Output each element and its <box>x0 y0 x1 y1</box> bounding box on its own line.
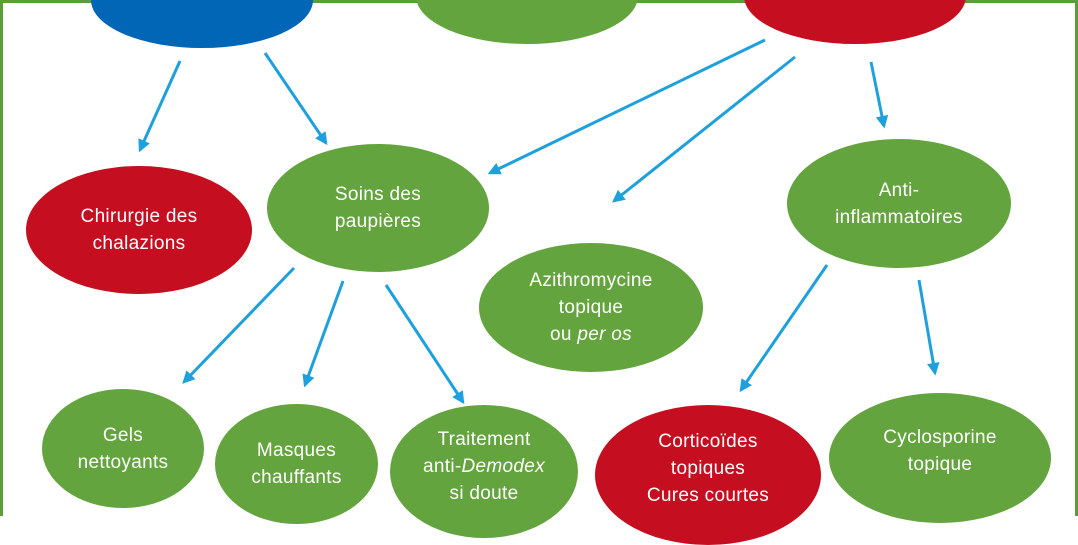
node-traitement-demodex: Traitement anti-Demodex si doute <box>390 405 578 538</box>
node-soins-paupieres: Soins des paupières <box>267 144 489 272</box>
arrow-red-to-azithro <box>612 55 796 203</box>
gels-line2: nettoyants <box>77 451 169 473</box>
antiinfl-line2: inflammatoires <box>835 206 963 228</box>
antiinfl-line1: Anti- <box>878 179 920 201</box>
soins-line1: Soins des <box>334 184 422 205</box>
cyclo-line2: topique <box>907 454 973 475</box>
node-chirurgie-chalazions: Chirurgie des chalazions <box>26 166 252 294</box>
soins-line2: paupières <box>334 211 422 232</box>
cortico-line1: Corticoïdes <box>658 430 758 452</box>
arrow-red-to-soins <box>487 38 766 175</box>
traitement-line2-italic: Demodex <box>461 456 545 477</box>
azithro-line3-italic: per os <box>577 324 632 345</box>
arrow-blue-to-chirurgie <box>138 60 182 153</box>
azithro-line3-prefix: ou <box>550 324 578 345</box>
cortico-line3: Cures courtes <box>646 484 770 506</box>
node-corticoides: Corticoïdes topiques Cures courtes <box>595 405 821 545</box>
node-anti-inflammatoires: Anti- inflammatoires <box>787 139 1011 268</box>
masques-line1: Masques <box>256 440 337 461</box>
chirurgie-line2: chalazions <box>92 233 186 254</box>
traitement-line2-prefix: anti- <box>423 456 462 477</box>
cortico-line2: topiques <box>670 457 746 479</box>
azithro-line2: topique <box>558 297 624 318</box>
azithro-line1: Azithromycine <box>529 270 653 291</box>
masques-line2: chauffants <box>251 467 342 488</box>
azithro-line3: ou per os <box>550 321 632 348</box>
arrow-soins-to-gels <box>182 266 296 384</box>
arrow-soins-to-traitement <box>384 284 465 405</box>
traitement-line1: Traitement <box>437 429 531 450</box>
node-cyclosporine: Cyclosporine topique <box>829 393 1051 523</box>
gels-line1: Gels <box>102 424 144 446</box>
arrows-layer <box>138 38 940 405</box>
arrow-soins-to-masques <box>302 280 345 388</box>
cyclo-line1: Cyclosporine <box>883 427 997 448</box>
node-azithromycine: Azithromycine topique ou per os <box>479 243 703 372</box>
traitement-line2: anti-Demodex <box>423 453 545 480</box>
chirurgie-line1: Chirurgie des <box>80 206 198 227</box>
arrow-blue-to-soins <box>263 52 328 146</box>
arrow-antiinfl-to-cortico <box>739 264 829 393</box>
node-masques-chauffants: Masques chauffants <box>215 404 378 524</box>
node-gels-nettoyants: Gels nettoyants <box>42 389 204 508</box>
arrow-red-to-antiinfl <box>869 61 889 129</box>
traitement-line3: si doute <box>449 483 519 504</box>
arrow-antiinfl-to-cyclo <box>917 279 940 376</box>
